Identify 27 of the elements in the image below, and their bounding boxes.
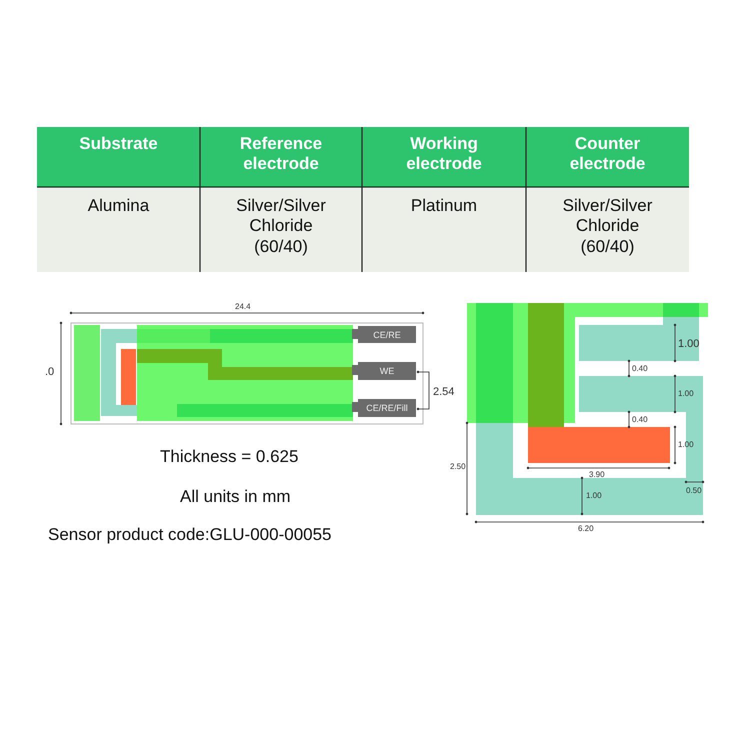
dimension-label: .0 xyxy=(45,366,54,380)
dimension-label: 2.50 xyxy=(450,462,466,472)
contact-pad: WE xyxy=(358,362,416,380)
dimension-label: 1.00 xyxy=(586,491,602,501)
dimension-label: 1.00 xyxy=(678,440,694,450)
dimension-label: 3.90 xyxy=(589,470,605,480)
contact-pad: CE/RE xyxy=(358,326,416,343)
table-value: Alumina xyxy=(86,196,150,216)
dimension-label: 1.00 xyxy=(678,389,694,399)
note-text: Thickness = 0.625 xyxy=(160,447,298,468)
column-header: Counter electrode xyxy=(568,134,646,175)
table-value: Silver/Silver Chloride (60/40) xyxy=(235,196,327,258)
dimension-label: 6.20 xyxy=(578,524,594,534)
column-header: Reference electrode xyxy=(238,134,324,175)
dimension-label: 0.40 xyxy=(632,364,648,374)
dimension-label: 0.50 xyxy=(686,486,702,496)
table-value: Platinum xyxy=(410,196,478,216)
table-value: Silver/Silver Chloride (60/40) xyxy=(562,196,654,258)
column-header: Working electrode xyxy=(405,134,483,175)
note-text: All units in mm xyxy=(180,487,291,508)
dimension-label: 0.40 xyxy=(632,415,648,425)
dimension-label: 24.4 xyxy=(235,302,251,312)
note-text: Sensor product code:GLU-000-00055 xyxy=(48,525,332,546)
dimension-label: 1.00 xyxy=(678,338,700,352)
contact-pad: CE/RE/Fill xyxy=(358,399,416,417)
column-header: Substrate xyxy=(78,134,159,154)
dimension-label: 2.54 xyxy=(433,386,454,400)
